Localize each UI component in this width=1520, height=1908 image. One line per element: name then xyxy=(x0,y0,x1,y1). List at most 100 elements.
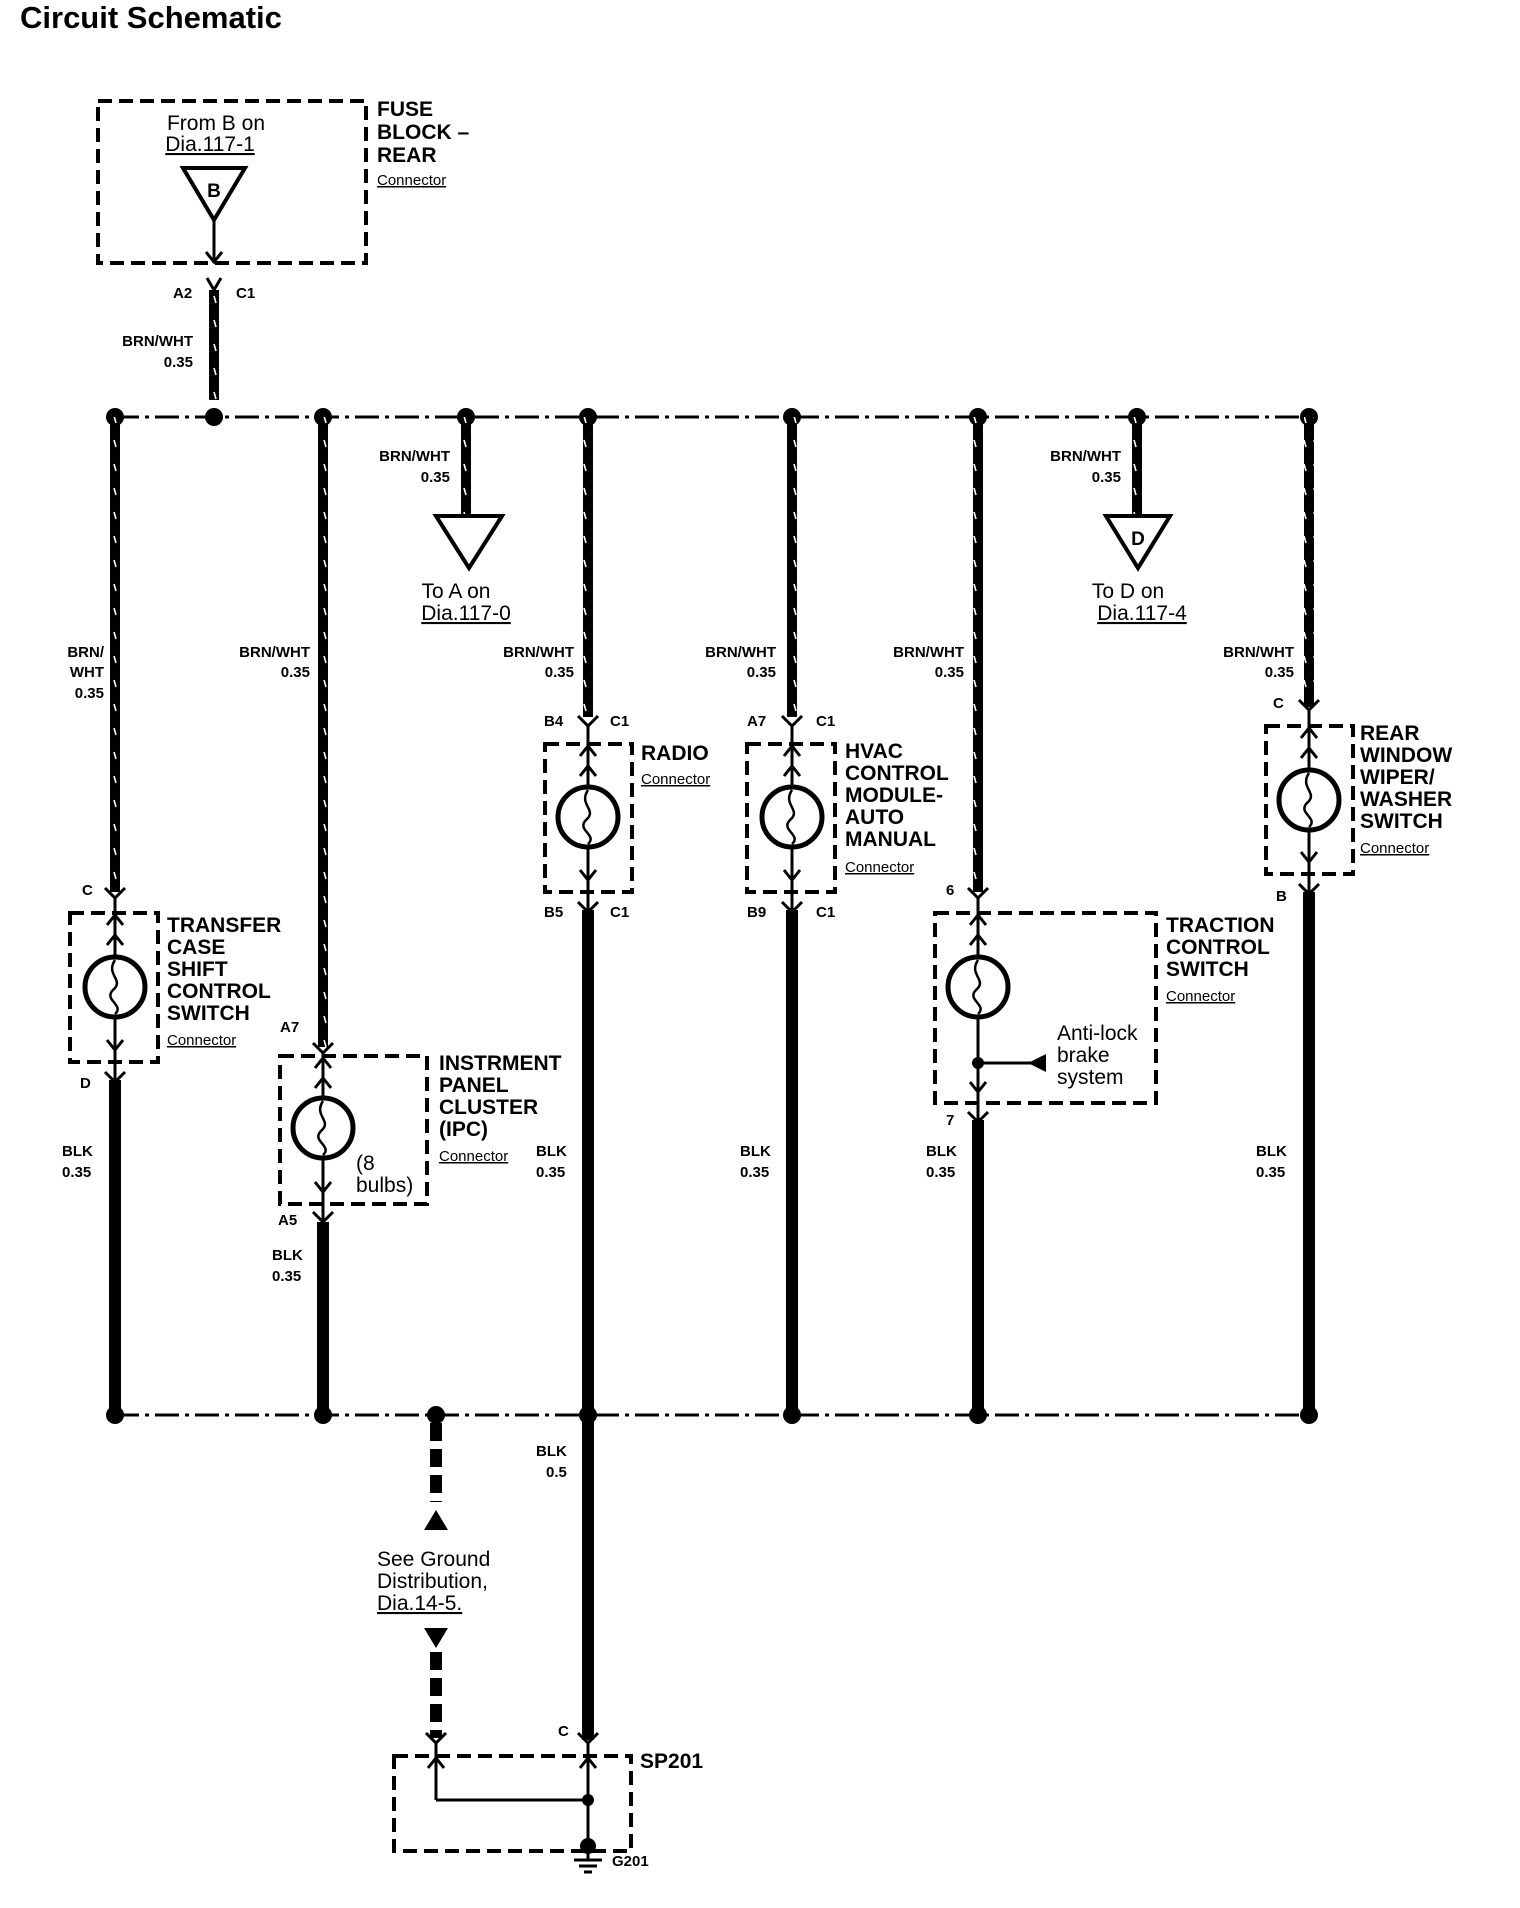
rear-wiper-pin-bottom: B xyxy=(1276,888,1287,905)
offpage-d-letter: D xyxy=(1131,529,1145,550)
traction-wire-bottom-1: BLK xyxy=(926,1143,957,1160)
offpage-d-line1: To D on xyxy=(1092,580,1164,603)
tc-name-2: CASE xyxy=(167,936,225,959)
traction-name-2: CONTROL xyxy=(1166,936,1270,959)
fuse-block-rear xyxy=(96,99,368,265)
page-title: Circuit Schematic xyxy=(20,0,282,35)
ipc-note-1: (8 xyxy=(356,1152,375,1175)
ground-see-1: See Ground xyxy=(377,1548,490,1571)
rear-wiper-wire-bottom-2: 0.35 xyxy=(1256,1164,1285,1181)
ipc-wire-bottom-2: 0.35 xyxy=(272,1268,301,1285)
tc-pin-top: C xyxy=(82,882,93,899)
hvac-pin-bottom-left: B9 xyxy=(747,904,766,921)
offpage-d-wire-gauge: 0.35 xyxy=(1092,469,1121,486)
hvac-pin-top-right: C1 xyxy=(816,713,835,730)
hvac-wire-bottom-1: BLK xyxy=(740,1143,771,1160)
traction-ground-wire xyxy=(972,1120,984,1415)
feed-wire-gauge: 0.35 xyxy=(164,354,193,371)
traction-name-1: TRACTION xyxy=(1166,914,1275,937)
traction-wire-top-2: 0.35 xyxy=(935,664,964,681)
ipc-cluster xyxy=(278,1053,429,1222)
radio-wire-top-1: BRN/WHT xyxy=(503,644,574,661)
traction-control-switch xyxy=(933,898,1158,1120)
hvac-name-5: MANUAL xyxy=(845,828,936,851)
traction-pin-bottom: 7 xyxy=(946,1112,954,1129)
feed-wire-color: BRN/WHT xyxy=(122,333,193,350)
hvac-name-1: HVAC xyxy=(845,740,903,763)
ground-main-wire-gauge: 0.5 xyxy=(546,1464,567,1481)
rear-wiper-name-1: REAR xyxy=(1360,722,1420,745)
feed-wire xyxy=(209,290,219,400)
rear-wiper-name-5: SWITCH xyxy=(1360,810,1443,833)
traction-note-3: system xyxy=(1057,1066,1124,1089)
rear-wiper-name-4: WASHER xyxy=(1360,788,1452,811)
offpage-a-wire-color: BRN/WHT xyxy=(379,448,450,465)
tc-wire-bottom-2: 0.35 xyxy=(62,1164,91,1181)
ground-see-2: Distribution, xyxy=(377,1570,488,1593)
traction-wire-top-1: BRN/WHT xyxy=(893,644,964,661)
hvac-name-4: AUTO xyxy=(845,806,904,829)
ground-main-wire-color: BLK xyxy=(536,1443,567,1460)
hvac-wire-top-2: 0.35 xyxy=(747,664,776,681)
hvac-name-2: CONTROL xyxy=(845,762,949,785)
offpage-d-line2: Dia.117-4 xyxy=(1097,602,1187,625)
ipc-feed-wire xyxy=(318,417,328,1047)
ipc-name-1: INSTRMENT xyxy=(439,1052,562,1075)
transfer-case-feed-wire xyxy=(110,417,120,892)
offpage-d-wire-color: BRN/WHT xyxy=(1050,448,1121,465)
rear-window-wiper-washer-switch xyxy=(1264,710,1355,892)
tc-pin-bottom: D xyxy=(80,1075,91,1092)
splice-sp201 xyxy=(392,1743,633,1854)
ipc-connector-label: Connector xyxy=(439,1148,508,1165)
rear-wiper-wire-top-1: BRN/WHT xyxy=(1223,644,1294,661)
radio-name: RADIO xyxy=(641,742,709,765)
ipc-name-3: CLUSTER xyxy=(439,1096,538,1119)
rear-wiper-name-2: WINDOW xyxy=(1360,744,1452,767)
transfer-case-switch xyxy=(68,898,160,1080)
hvac-name-3: MODULE- xyxy=(845,784,943,807)
rear-wiper-ground-wire xyxy=(1303,892,1315,1415)
radio-connector-label: Connector xyxy=(641,771,710,788)
hvac-feed-wire xyxy=(787,417,797,717)
tc-wire-top-1: BRN/ xyxy=(67,644,104,661)
offpage-a-wire-gauge: 0.35 xyxy=(421,469,450,486)
radio-ground-wire xyxy=(582,910,594,1740)
ipc-wire-bottom-1: BLK xyxy=(272,1247,303,1264)
ipc-pin-top: A7 xyxy=(280,1019,299,1036)
fuse-name-1: FUSE xyxy=(377,98,433,121)
offpage-a-triangle-icon xyxy=(432,514,506,572)
rear-wiper-wire-top-2: 0.35 xyxy=(1265,664,1294,681)
tc-name-3: SHIFT xyxy=(167,958,228,981)
offpage-a-wire xyxy=(461,417,471,517)
ipc-ground-wire xyxy=(317,1222,329,1415)
hvac-control-module xyxy=(745,726,837,910)
fuse-from-line2: Dia.117-1 xyxy=(165,133,255,156)
fuse-pin-left: A2 xyxy=(173,285,192,302)
ground-dist-up-arrow-icon xyxy=(424,1510,448,1530)
ground-label: G201 xyxy=(612,1853,649,1870)
tc-name-1: TRANSFER xyxy=(167,914,281,937)
tc-wire-top-3: 0.35 xyxy=(75,685,104,702)
radio-wire-bottom-2: 0.35 xyxy=(536,1164,565,1181)
ground-dist-down-arrow-icon xyxy=(424,1628,448,1648)
traction-name-3: SWITCH xyxy=(1166,958,1249,981)
radio-pin-bottom-left: B5 xyxy=(544,904,563,921)
offpage-a-line2: Dia.117-0 xyxy=(421,602,511,625)
offpage-d-triangle-icon xyxy=(1102,514,1174,572)
ipc-wire-top-1: BRN/WHT xyxy=(239,644,310,661)
tc-wire-bottom-1: BLK xyxy=(62,1143,93,1160)
fuse-connector-label: Connector xyxy=(377,172,446,189)
radio-wire-top-2: 0.35 xyxy=(545,664,574,681)
offpage-a-line1: To A on xyxy=(422,580,491,603)
hvac-ground-wire xyxy=(786,910,798,1415)
fuse-triangle-letter: B xyxy=(207,181,221,202)
tc-name-4: CONTROL xyxy=(167,980,271,1003)
ipc-name-2: PANEL xyxy=(439,1074,509,1097)
tc-connector-label: Connector xyxy=(167,1032,236,1049)
fuse-name-2: BLOCK – xyxy=(377,121,469,144)
rear-wiper-connector-label: Connector xyxy=(1360,840,1429,857)
tc-wire-top-2: WHT xyxy=(70,664,104,681)
ipc-pin-bottom: A5 xyxy=(278,1212,297,1229)
rear-wiper-name-3: WIPER/ xyxy=(1360,766,1435,789)
